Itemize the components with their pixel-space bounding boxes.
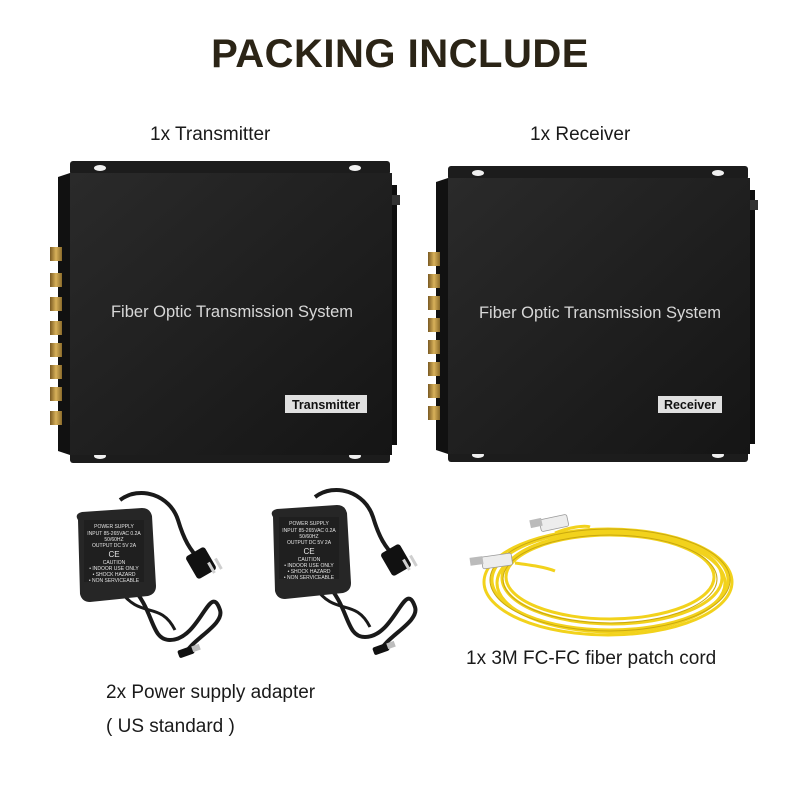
transmitter-tag	[285, 395, 367, 413]
fiber-patch-cord	[469, 514, 734, 637]
receiver-tag-text: Receiver	[664, 398, 716, 412]
transmitter-device: Fiber Optic Transmission System Transmit…	[50, 161, 400, 463]
adapter-label-freq: 50/60HZ	[104, 537, 123, 543]
adapter-label-caution: CAUTION	[103, 560, 126, 566]
power-adapter-2: POWER SUPPLY INPUT 85-265VAC 0.2A 50/60H…	[271, 487, 418, 655]
receiver-panel-text: Fiber Optic Transmission System	[479, 304, 721, 322]
adapter-label-caution: CAUTION	[298, 557, 321, 563]
transmitter-panel-text: Fiber Optic Transmission System	[111, 303, 353, 321]
adapter-label-shock: • SHOCK HAZARD	[288, 569, 331, 575]
receiver-device: Fiber Optic Transmission System Receiver	[428, 166, 758, 462]
patch-cord-caption: 1x 3M FC-FC fiber patch cord	[466, 648, 717, 669]
adapter-label-input: INPUT 85-265VAC 0.2A	[282, 528, 336, 534]
adapter-label-shock: • SHOCK HAZARD	[93, 572, 136, 578]
adapter-label-input: INPUT 85-265VAC 0.2A	[87, 531, 141, 537]
receiver-caption: 1x Receiver	[530, 124, 631, 145]
page-title: PACKING INCLUDE	[211, 32, 589, 76]
adapter-caption-line1: 2x Power supply adapter	[106, 682, 316, 703]
receiver-tag	[658, 396, 722, 413]
adapter-caption-line2: ( US standard )	[106, 716, 235, 737]
bnc-connectors	[50, 247, 62, 425]
bnc-connectors	[428, 252, 440, 420]
adapter-label-title: POWER SUPPLY	[289, 521, 329, 527]
adapter-label-indoor: • INDOOR USE ONLY	[284, 563, 334, 569]
adapter-label-nonserv: • NON SERVICEABLE	[89, 578, 140, 584]
ce-mark-icon: CE	[303, 547, 314, 556]
adapter-label-title: POWER SUPPLY	[94, 524, 134, 530]
adapter-label-output: OUTPUT DC 5V 2A	[287, 540, 332, 546]
adapter-label-freq: 50/60HZ	[299, 534, 318, 540]
power-adapter-1: POWER SUPPLY INPUT 85-265VAC 0.2A 50/60H…	[76, 490, 223, 658]
adapter-label-indoor: • INDOOR USE ONLY	[89, 566, 139, 572]
transmitter-tag-text: Transmitter	[292, 398, 360, 412]
ce-mark-icon: CE	[108, 550, 119, 559]
transmitter-caption: 1x Transmitter	[150, 124, 271, 145]
adapter-label-nonserv: • NON SERVICEABLE	[284, 575, 335, 581]
adapter-label-output: OUTPUT DC 5V 2A	[92, 543, 137, 549]
